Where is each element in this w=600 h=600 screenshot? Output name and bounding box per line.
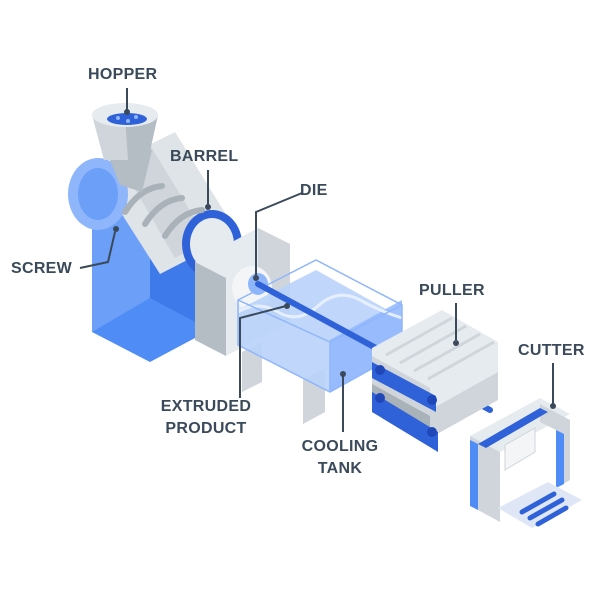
cutter: [470, 398, 582, 528]
label-extruded-product-line2: PRODUCT: [165, 420, 247, 437]
label-screw: SCREW: [11, 260, 73, 277]
label-extruded-product: EXTRUDED PRODUCT: [152, 398, 260, 438]
leader-die: [255, 192, 303, 276]
hopper: [92, 103, 158, 192]
label-cooling-tank: COOLING TANK: [286, 438, 394, 478]
leader-lines: [79, 88, 556, 432]
label-extruded-product-line1: EXTRUDED: [160, 398, 252, 415]
label-cutter: CUTTER: [518, 342, 585, 359]
label-cooling-tank-line1: COOLING: [301, 438, 379, 455]
label-die: DIE: [300, 182, 328, 199]
puller: [372, 310, 498, 452]
label-puller: PULLER: [419, 282, 485, 299]
label-cooling-tank-line2: TANK: [317, 460, 363, 477]
leader-screw: [79, 231, 116, 269]
label-barrel: BARREL: [170, 148, 239, 165]
cooling-tank: [237, 259, 493, 424]
screw: [122, 183, 205, 239]
label-hopper: HOPPER: [88, 66, 158, 83]
leader-extruded-product: [239, 305, 287, 398]
